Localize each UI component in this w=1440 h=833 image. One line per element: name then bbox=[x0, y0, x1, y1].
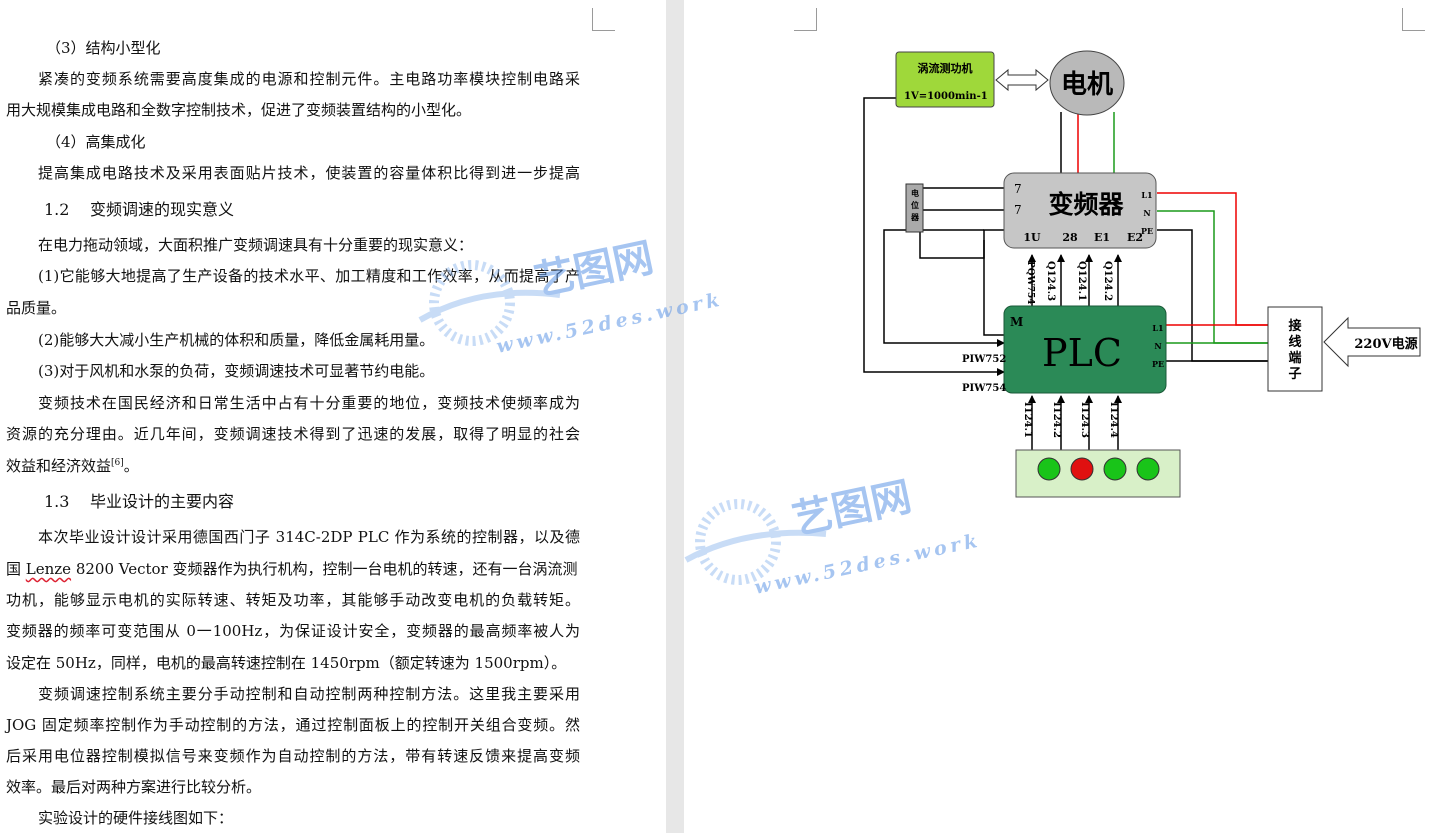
paragraph-line: 效益和经济效益[6]。 bbox=[6, 457, 139, 475]
list-item-3: （3）结构小型化 bbox=[46, 39, 161, 57]
paragraph-line: 后采用电位器控制模拟信号来变频作为自动控制的方法，带有转速反馈来提高变频 bbox=[6, 747, 580, 765]
page-gutter bbox=[666, 0, 684, 833]
indicator-lamp-4 bbox=[1136, 457, 1160, 481]
plc-side-terminal: N bbox=[1154, 341, 1161, 351]
plc-output-label: PQW754 bbox=[1025, 261, 1035, 305]
plc-input-label: I124.1 bbox=[1022, 402, 1033, 438]
paragraph-line: 实验设计的硬件接线图如下： bbox=[38, 809, 234, 827]
motor-label: 电机 bbox=[1061, 70, 1113, 100]
paragraph-line: 用大规模集成电路和全数字控制技术，促进了变频装置结构的小型化。 bbox=[6, 101, 472, 119]
paragraph-line: JOG 固定频率控制作为手动控制的方法，通过控制面板上的控制开关组合变频。然 bbox=[6, 716, 580, 734]
crop-mark bbox=[794, 8, 817, 31]
vfd-side-terminal: N bbox=[1143, 208, 1150, 218]
plc-m-label: M bbox=[1010, 315, 1023, 329]
wire-vfd-l1 bbox=[1157, 192, 1268, 326]
potentiometer-label-1: 电 bbox=[911, 188, 919, 198]
coupling-double-arrow-icon bbox=[995, 68, 1049, 92]
paragraph-line: 效率。最后对两种方案进行比较分析。 bbox=[6, 778, 262, 796]
list-item-4: （4）高集成化 bbox=[46, 133, 146, 151]
power-source-arrow-icon bbox=[1323, 316, 1421, 368]
paragraph-line: 变频技术在国民经济和日常生活中占有十分重要的地位，变频技术使频率成为 bbox=[38, 394, 580, 412]
terminal-label: 接线端子 bbox=[1288, 318, 1301, 382]
plc-side-terminal: L1 bbox=[1152, 323, 1163, 333]
piw754-label: PIW754 bbox=[962, 383, 1006, 394]
wire-vfd-n bbox=[1157, 210, 1268, 344]
paragraph-line: 紧凑的变频系统需要高度集成的电源和控制元件。主电路功率模块控制电路采 bbox=[38, 70, 580, 88]
hardware-wiring-diagram: 涡流测功机 1V=1000min-1 电机 变频器 1U 28 E1 E2 L1… bbox=[863, 50, 1421, 498]
paragraph-line: 在电力拖动领域，大面积推广变频调速具有十分重要的现实意义： bbox=[38, 236, 474, 254]
potentiometer-label-3: 器 bbox=[910, 212, 920, 222]
vfd-box bbox=[1003, 172, 1157, 249]
potentiometer-box bbox=[905, 183, 924, 233]
dyno-title: 涡流测功机 bbox=[918, 61, 973, 75]
citation-6: [6] bbox=[111, 458, 124, 468]
document-page-right: 涡流测功机 1V=1000min-1 电机 变频器 1U 28 E1 E2 L1… bbox=[684, 0, 1440, 833]
vfd-input-mark: 7 bbox=[1014, 182, 1022, 196]
power-source-label: 220V电源 bbox=[1354, 336, 1417, 352]
paragraph-line: (2)能够大大减小生产机械的体积和质量，降低金属耗用量。 bbox=[38, 331, 435, 349]
plc-output-label: Q124.3 bbox=[1045, 261, 1056, 301]
dyno-spec: 1V=1000min-1 bbox=[904, 91, 988, 102]
plc-side-terminal: PE bbox=[1152, 359, 1164, 369]
indicator-lamp-3 bbox=[1103, 457, 1127, 481]
paragraph-line: 变频器的频率可变范围从 0一100Hz，为保证设计安全，变频器的最高频率被人为 bbox=[6, 622, 580, 640]
vfd-label: 变频器 bbox=[1048, 190, 1124, 219]
paragraph-line: 设定在 50Hz，同样，电机的最高转速控制在 1450rpm（额定转速为 150… bbox=[6, 654, 567, 672]
plc-label: PLC bbox=[1042, 331, 1122, 375]
paragraph-line: 变频调速控制系统主要分手动控制和自动控制两种控制方法。这里我主要采用 bbox=[38, 685, 580, 703]
motor bbox=[1049, 50, 1125, 116]
plc-input-label: I124.3 bbox=[1079, 402, 1090, 438]
wire-pot-bottom bbox=[919, 229, 1004, 259]
piw752-label: PIW752 bbox=[962, 354, 1006, 365]
wire-dyno-piw754 bbox=[863, 97, 1005, 376]
crop-mark bbox=[592, 8, 615, 31]
vfd-terminal: 28 bbox=[1062, 231, 1078, 244]
paragraph-line: 功机，能够显示电机的实际转速、转矩及功率，其能够手动改变电机的负载转矩。 bbox=[6, 591, 580, 609]
vfd-side-terminal: PE bbox=[1141, 226, 1153, 236]
paragraph-line: (1)它能够大地提高了生产设备的技术水平、加工精度和工作效率，从而提高了产 bbox=[38, 267, 580, 285]
dyno-box bbox=[895, 51, 995, 108]
plc-box bbox=[1003, 305, 1167, 394]
indicator-lamp-1 bbox=[1037, 457, 1061, 481]
vfd-terminal: E1 bbox=[1094, 231, 1110, 244]
paragraph-line: 本次毕业设计设计采用德国西门子 314C-2DP PLC 作为系统的控制器，以及… bbox=[38, 528, 580, 546]
paragraph-line: 国 Lenze 8200 Vector 变频器作为执行机构，控制一台电机的转速，… bbox=[6, 560, 578, 578]
paragraph-line: (3)对于风机和水泵的负荷，变频调速技术可显著节约电能。 bbox=[38, 362, 435, 380]
indicator-lamp-2 bbox=[1070, 457, 1094, 481]
paragraph-line: 提高集成电路技术及采用表面贴片技术，使装置的容量体积比得到进一步提高 bbox=[38, 164, 580, 182]
plc-input-label: I124.4 bbox=[1108, 402, 1119, 438]
paragraph-line: 资源的充分理由。近几年间，变频调速技术得到了迅速的发展，取得了明显的社会 bbox=[6, 425, 580, 443]
vfd-terminal: 1U bbox=[1023, 231, 1041, 244]
plc-output-label: Q124.1 bbox=[1076, 261, 1087, 301]
vfd-input-mark: 7 bbox=[1014, 203, 1022, 217]
vfd-side-terminal: L1 bbox=[1141, 190, 1152, 200]
wire-piw752 bbox=[883, 229, 1005, 347]
potentiometer-label-2: 位 bbox=[911, 200, 919, 210]
document-page-left: （3）结构小型化 紧凑的变频系统需要高度集成的电源和控制元件。主电路功率模块控制… bbox=[0, 0, 666, 833]
plc-output-label: Q124.2 bbox=[1102, 261, 1113, 301]
crop-mark bbox=[1402, 8, 1425, 31]
wire-vfd-pe bbox=[1157, 229, 1268, 362]
paragraph-line: 品质量。 bbox=[6, 299, 67, 317]
plc-input-label: I124.2 bbox=[1051, 402, 1062, 438]
terminal-block bbox=[1267, 306, 1323, 392]
spellcheck-word: Lenze bbox=[25, 560, 72, 578]
vfd-terminal: E2 bbox=[1127, 231, 1143, 244]
